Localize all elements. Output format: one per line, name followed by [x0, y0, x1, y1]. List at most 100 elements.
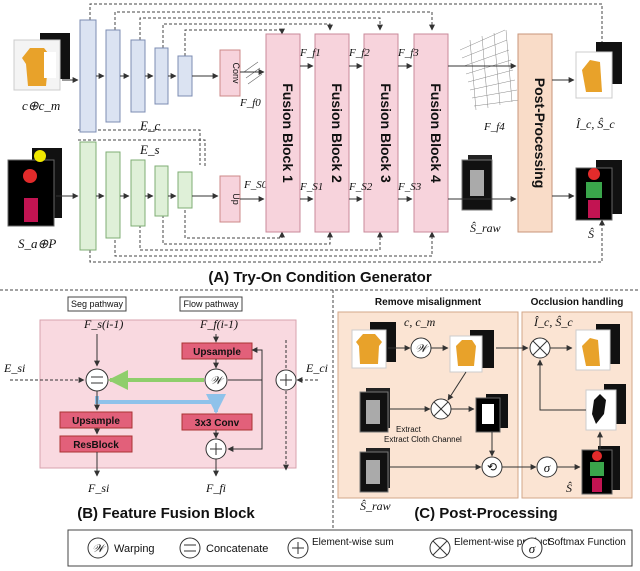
pp-out-cloth-label: Î_c, Ŝ_c — [533, 315, 573, 329]
extract-label-line1: Extract — [396, 425, 422, 434]
fs-prev-label: F_s(i-1) — [83, 317, 123, 331]
fs3-label: F_S3 — [397, 181, 422, 193]
legend-product-label: Element-wise product — [454, 537, 550, 548]
concat-op-icon — [85, 368, 109, 392]
seg-encoder-layer-2 — [105, 151, 121, 239]
output-seg-label: Ŝ — [588, 227, 594, 241]
skip-connections-bottom — [89, 200, 605, 263]
svg-text:σ: σ — [529, 541, 536, 556]
seg-encoder-label: E_s — [139, 142, 160, 157]
sraw-image — [461, 155, 493, 211]
fusion-block-3 — [363, 33, 399, 233]
upsample-seg-label: Upsample — [72, 416, 120, 427]
conv3-label: 3x3 Conv — [195, 418, 240, 429]
legend-warping-icon — [87, 537, 109, 559]
input-cloth-label: c⊕c_m — [22, 98, 60, 113]
pp-output-cloth-image — [575, 324, 620, 371]
panel-a-title: (A) Try-On Condition Generator — [208, 269, 431, 286]
ff1-label: F_f1 — [299, 47, 321, 59]
fusion-blocks: Fusion Block 1 Fusion Block 2 Fusion Blo… — [265, 33, 449, 233]
legend-warping-label: Warping — [114, 543, 155, 555]
seg-encoder-layer-1 — [79, 141, 97, 251]
panel-b: Seg pathway Flow pathway F_s(i-1) F_f(i-… — [3, 296, 328, 522]
resblock-label: ResBlock — [73, 440, 119, 451]
cloth-encoder — [79, 19, 193, 133]
flow-field-grid — [459, 29, 520, 111]
post-processing-label: Post-Processing — [532, 78, 548, 188]
up-label: Up — [231, 193, 241, 205]
legend-softmax-icon — [521, 537, 543, 559]
conv-label: Conv — [231, 62, 241, 84]
conv-box — [219, 49, 241, 97]
seg-encoder-layer-3 — [130, 159, 146, 227]
fusion-block-2 — [314, 33, 350, 233]
output-cloth-label: Î_c, Ŝ_c — [575, 117, 615, 131]
cloth-encoder-layer-5 — [177, 55, 193, 97]
conv3-box — [181, 413, 253, 431]
fusion-block-1-label: Fusion Block 1 — [280, 83, 296, 183]
flow-pathway-box — [179, 296, 243, 312]
panel-c-title: (C) Post-Processing — [414, 505, 557, 522]
seg-pathway-label: Seg pathway — [71, 299, 124, 309]
ff2-label: F_f2 — [348, 47, 370, 59]
fusion-block-3-label: Fusion Block 3 — [378, 83, 394, 183]
warping-op-symbol: 𝒲 — [210, 375, 224, 387]
seg-encoder-layer-5 — [177, 171, 193, 209]
fusion-block-2-label: Fusion Block 2 — [329, 83, 345, 183]
pp-cloth-mask-image — [475, 394, 508, 433]
fusion-block-4 — [413, 33, 449, 233]
input-seg-image — [7, 148, 62, 227]
flow-pathway-label: Flow pathway — [183, 299, 239, 309]
output-seg-image — [575, 160, 622, 221]
pp-sraw-image-bottom — [359, 448, 390, 493]
flow-field-icon-0 — [243, 61, 263, 85]
warping-op-icon — [204, 368, 228, 392]
cloth-encoder-layer-1 — [79, 19, 97, 133]
ff3-label: F_f3 — [397, 47, 419, 59]
output-cloth-image — [575, 42, 622, 99]
legend-concat-icon — [179, 537, 201, 559]
es-label: E_si — [3, 361, 25, 375]
cloth-encoder-layer-3 — [130, 39, 146, 113]
fusion-block-4-label: Fusion Block 4 — [428, 83, 444, 183]
ff-out-label: F_fi — [205, 481, 226, 495]
panel-c: Remove misalignment Occlusion handling c… — [337, 297, 633, 522]
extract-label: Extract Cloth Channel — [384, 435, 462, 444]
fs1-label: F_S1 — [299, 181, 323, 193]
panel-a: c⊕c_m S_a⊕P E_c E_s — [7, 3, 622, 286]
post-processing-box — [517, 33, 553, 233]
pp-cloth-input-image — [351, 322, 396, 369]
legend-softmax-label: Softmax Function — [548, 537, 626, 548]
upsample-flow-label: Upsample — [193, 347, 241, 358]
pp-c-label: c, c_m — [404, 315, 436, 329]
fusion-block-1 — [265, 33, 301, 233]
seg-encoder — [79, 141, 193, 251]
input-seg-label: S_a⊕P — [18, 236, 56, 251]
pp-sraw-image-top — [359, 388, 390, 433]
seg-pathway-box — [67, 296, 127, 312]
input-cloth-image — [13, 33, 70, 91]
ec-label: E_ci — [305, 361, 328, 375]
sraw-label: Ŝ_raw — [470, 221, 501, 235]
legend-concat-label: Concatenate — [206, 543, 268, 555]
encoder-cross-links — [78, 129, 206, 168]
pp-output-seg-image — [581, 446, 620, 495]
pp-softmax-symbol: σ — [544, 460, 551, 475]
pp-swap-symbol: ⟲ — [487, 460, 497, 474]
fs2-label: F_S2 — [348, 181, 373, 193]
legend: 𝒲 Warping Concatenate Element-wise sum E… — [67, 529, 633, 567]
occlusion-handling-title: Occlusion handling — [531, 297, 624, 308]
ff4-label: F_f4 — [483, 121, 505, 133]
svg-text:𝒲: 𝒲 — [92, 543, 106, 555]
remove-misalignment-title: Remove misalignment — [375, 297, 482, 308]
ff-prev-label: F_f(i-1) — [199, 317, 238, 331]
pp-sraw-label: Ŝ_raw — [360, 499, 391, 513]
pp-warped-cloth-image — [449, 330, 494, 373]
fs-out-label: F_si — [87, 481, 109, 495]
cloth-encoder-label: E_c — [139, 118, 160, 133]
ff0-label: F_f0 — [239, 97, 261, 109]
panel-b-title: (B) Feature Fusion Block — [77, 505, 255, 522]
pp-occlusion-mask-image — [585, 384, 626, 431]
fs0-label: F_S0 — [243, 179, 268, 191]
